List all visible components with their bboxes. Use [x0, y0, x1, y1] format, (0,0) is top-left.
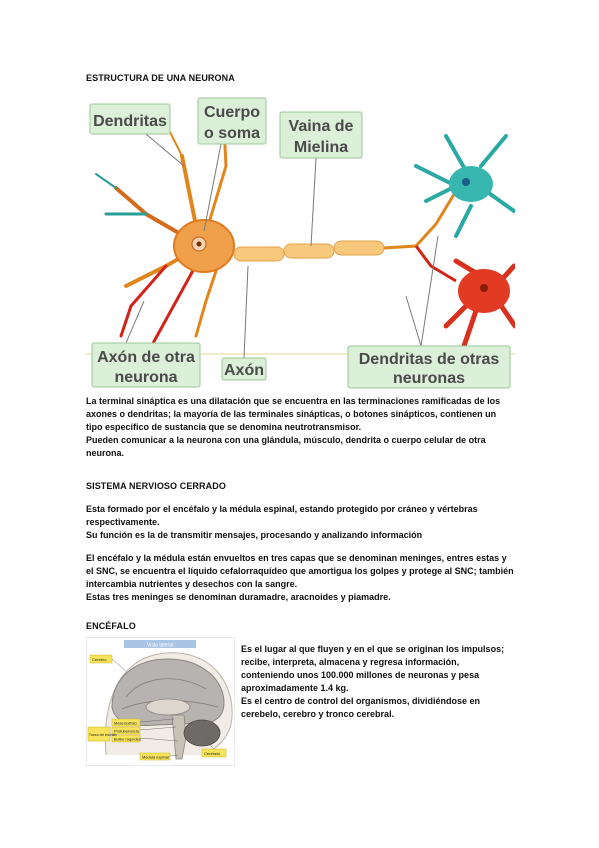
- label-axon: Axón: [224, 362, 264, 379]
- label-box-vaina: [279, 111, 363, 159]
- brain-label-protuberancia: Protuberancia: [114, 729, 140, 734]
- brain-header-label: Vista lateral: [147, 643, 173, 649]
- brain-label-medula: Médula espinal: [142, 755, 169, 760]
- label-cuerpo-line1: Cuerpo: [204, 104, 260, 121]
- paragraph-text: La terminal sináptica es una dilatación …: [86, 396, 501, 432]
- label-box-dendritas-otras: [347, 345, 511, 389]
- paragraph-text: El encéfalo y la médula están envueltos …: [86, 553, 514, 589]
- brainstem: [171, 714, 187, 760]
- encefalo-description: Es el lugar al que fluyen y en el que se…: [241, 643, 515, 721]
- label-box-axon: [221, 357, 267, 381]
- brain-label-tronco: Tronco del encéfalo: [89, 733, 117, 737]
- brain-label-cerebro: Cerebro: [92, 657, 107, 662]
- section-title-sistema-nervioso: SISTEMA NERVIOSO CERRADO: [86, 481, 226, 491]
- cerebrum: [111, 658, 225, 726]
- brain-diagram: Vista lateral Cerebro Mesencéfalo Protub…: [86, 637, 235, 766]
- label-dendritas-otras-line1: Dendritas de otras: [359, 351, 500, 368]
- paragraph-text: Es el lugar al que fluyen y en el que se…: [241, 644, 505, 693]
- section-title-encefalo: ENCÉFALO: [86, 621, 136, 631]
- sistema-nervioso-paragraph: Esta formado por el encéfalo y la médula…: [86, 503, 514, 542]
- meninges-paragraph: El encéfalo y la médula están envueltos …: [86, 552, 514, 604]
- label-dendritas: Dendritas: [93, 113, 167, 130]
- teal-neuron: [414, 134, 515, 238]
- label-box-axon-otra: [91, 342, 201, 388]
- paragraph-text: Esta formado por el encéfalo y la médula…: [86, 504, 478, 527]
- label-cuerpo-line2: o soma: [204, 125, 260, 142]
- label-dendritas-otras-line2: neuronas: [393, 370, 465, 387]
- brain-label-cerebelo: Cerebelo: [204, 751, 221, 756]
- paragraph-text: Estas tres meninges se denominan duramad…: [86, 592, 391, 602]
- page-title: ESTRUCTURA DE UNA NEURONA: [86, 73, 235, 83]
- paragraph-text: Pueden comunicar a la neurona con una gl…: [86, 435, 486, 458]
- label-axon-otra-line1: Axón de otra: [97, 349, 195, 366]
- label-box-cuerpo: [197, 97, 267, 145]
- label-axon-otra-line2: neurona: [114, 369, 177, 386]
- label-vaina-line1: Vaina de: [289, 118, 354, 135]
- label-vaina-line2: Mielina: [294, 139, 348, 156]
- brain-label-bulbo: Bulbo raquídeo: [114, 737, 142, 742]
- synaptic-terminal-paragraph: La terminal sináptica es una dilatación …: [86, 395, 514, 460]
- brain-label-mesencefalo: Mesencéfalo: [114, 721, 137, 726]
- myelin-sheath: [233, 240, 385, 262]
- axon-terminal: [383, 190, 458, 250]
- paragraph-text: Es el centro de control del organismos, …: [241, 696, 481, 719]
- paragraph-text: Su función es la de transmitir mensajes,…: [86, 530, 423, 540]
- cerebellum: [183, 719, 221, 747]
- label-box-dendritas: [89, 103, 171, 135]
- red-neuron: [443, 258, 515, 349]
- neuron-diagram: Dendritas Cuerpo o soma Vaina de Mielina…: [86, 96, 515, 392]
